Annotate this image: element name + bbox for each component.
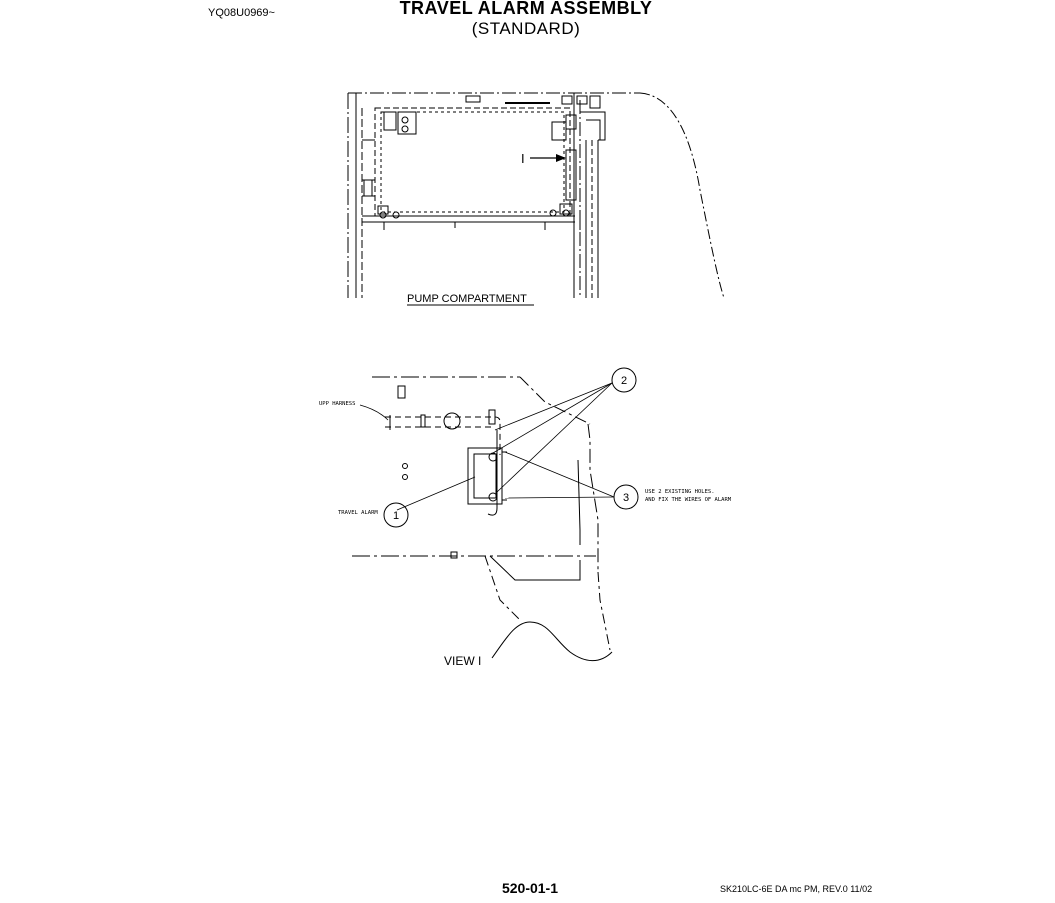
existing-holes-note-line2: AND FIX THE WIRES OF ALARM bbox=[645, 497, 732, 503]
document-id: YQ08U0969~ bbox=[208, 7, 275, 19]
callout-number-2: 2 bbox=[621, 375, 627, 387]
callout-circle-2 bbox=[611, 367, 637, 393]
travel-alarm-detail-drawing bbox=[352, 376, 613, 662]
upp-harness-note: UPP HARNESS bbox=[319, 401, 355, 407]
callout-number-3: 3 bbox=[623, 492, 629, 504]
view-marker-label: I bbox=[521, 151, 525, 166]
callout-circle-3 bbox=[613, 484, 639, 510]
travel-alarm-note: TRAVEL ALARM bbox=[338, 510, 378, 516]
pump-compartment-label: PUMP COMPARTMENT bbox=[407, 293, 527, 305]
page-title: TRAVEL ALARM ASSEMBLY bbox=[399, 0, 653, 18]
leader-lines bbox=[359, 382, 615, 511]
callout-circle-1 bbox=[383, 502, 409, 528]
page-subtitle: (STANDARD) bbox=[471, 19, 581, 38]
existing-holes-note-line1: USE 2 EXISTING HOLES. bbox=[645, 489, 715, 495]
callout-number-1: 1 bbox=[393, 510, 399, 522]
page-number: 520-01-1 bbox=[501, 880, 559, 896]
pump-compartment-drawing bbox=[347, 92, 725, 299]
view-i-label: VIEW I bbox=[444, 654, 481, 668]
footer-reference: SK210LC-6E DA mc PM, REV.0 11/02 bbox=[720, 884, 873, 894]
